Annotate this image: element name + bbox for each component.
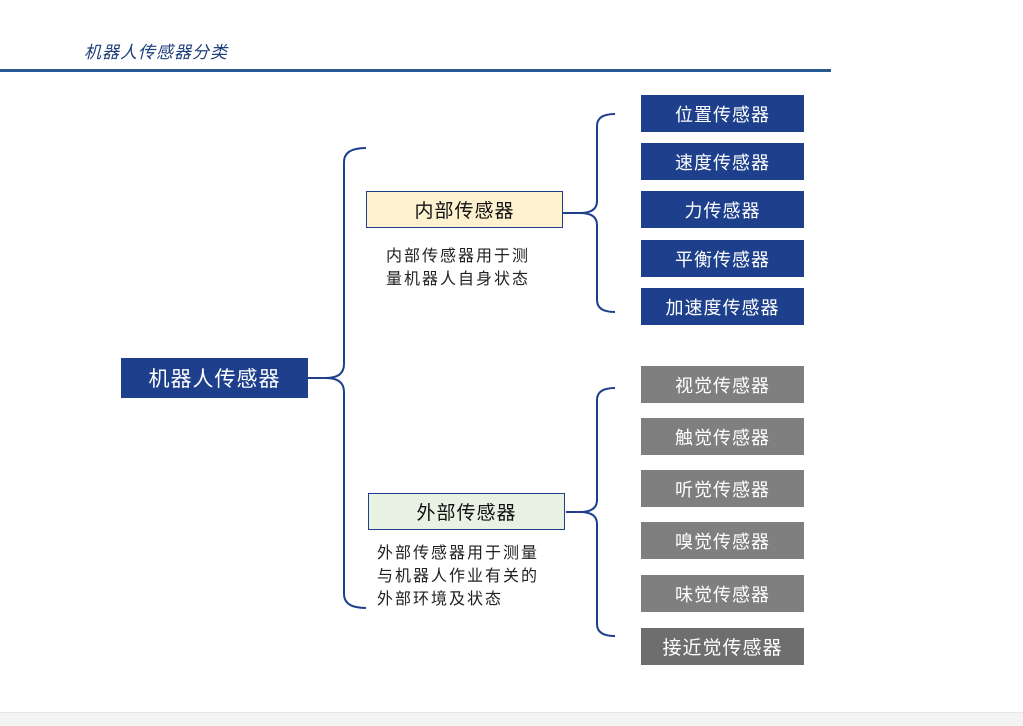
internal-bracket — [579, 113, 616, 313]
leaf-proximity-sensor: 接近觉传感器 — [641, 628, 804, 665]
external-description-line: 外部传感器用于测量 — [377, 543, 540, 562]
leaf-force-sensor: 力传感器 — [641, 191, 804, 228]
external-description-line: 外部环境及状态 — [377, 589, 504, 608]
leaf-hearing-sensor: 听觉传感器 — [641, 470, 804, 507]
title-rule — [0, 69, 831, 72]
leaf-smell-sensor: 嗅觉传感器 — [641, 522, 804, 559]
leaf-taste-sensor: 味觉传感器 — [641, 575, 804, 612]
internal-description: 内部传感器用于测 量机器人自身状态 — [386, 244, 530, 290]
root-bracket — [325, 147, 367, 609]
internal-description-line: 量机器人自身状态 — [386, 269, 531, 288]
external-description: 外部传感器用于测量 与机器人作业有关的 外部环境及状态 — [377, 541, 539, 610]
external-description-line: 与机器人作业有关的 — [377, 566, 540, 585]
leaf-vision-sensor: 视觉传感器 — [641, 366, 804, 403]
external-bracket — [579, 387, 616, 637]
page-title: 机器人传感器分类 — [84, 43, 228, 63]
leaf-touch-sensor: 触觉传感器 — [641, 418, 804, 455]
internal-description-line: 内部传感器用于测 — [386, 246, 531, 265]
leaf-balance-sensor: 平衡传感器 — [641, 240, 804, 277]
leaf-position-sensor: 位置传感器 — [641, 95, 804, 132]
category-internal-sensors: 内部传感器 — [366, 191, 563, 228]
category-external-sensors: 外部传感器 — [368, 493, 565, 530]
bottom-band — [0, 712, 1023, 726]
leaf-acceleration-sensor: 加速度传感器 — [641, 288, 804, 325]
leaf-velocity-sensor: 速度传感器 — [641, 143, 804, 180]
root-node: 机器人传感器 — [121, 358, 308, 398]
